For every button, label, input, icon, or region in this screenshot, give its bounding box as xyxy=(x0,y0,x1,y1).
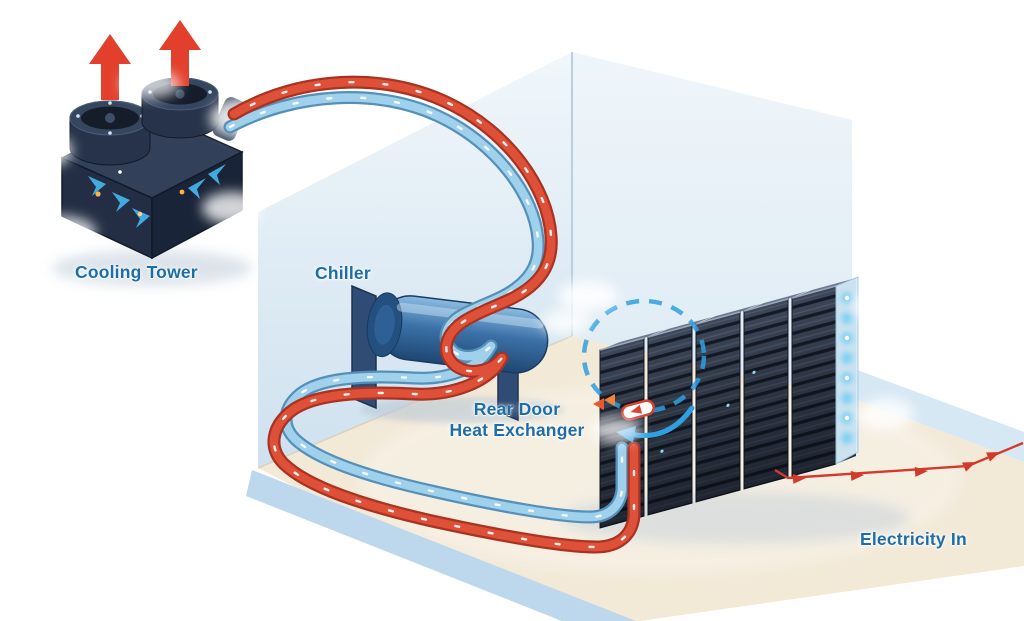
rear-door-glow-panel xyxy=(835,276,859,465)
cooling-tower-shadow xyxy=(52,250,252,286)
rear-door-label-line2: Heat Exchanger xyxy=(449,420,585,440)
rack-mist xyxy=(542,281,936,443)
tower-sparkles xyxy=(95,170,185,217)
electricity-feed xyxy=(774,441,1024,484)
rack-cabinet xyxy=(743,291,808,490)
heat-exhaust-arrow-right xyxy=(159,20,201,86)
chiller-label: Chiller xyxy=(315,263,371,283)
cooling-tower-label: Cooling Tower xyxy=(75,262,198,282)
cold-water-pipe xyxy=(223,91,629,524)
rack-cabinet xyxy=(695,304,760,503)
hot-water-pipe xyxy=(227,75,641,554)
floor-edge-band xyxy=(246,470,636,621)
rear-door-heat-exchanger-label: Rear Door Heat Exchanger xyxy=(427,399,607,441)
heat-flow-chevron xyxy=(604,394,615,406)
tower-fan-left xyxy=(69,100,151,166)
air-intake-arrows xyxy=(88,164,226,228)
cold-pipe-flow-marks xyxy=(228,96,624,519)
coolant-capsule-icon xyxy=(621,399,655,421)
heat-flow-chevron xyxy=(593,398,604,410)
rear-door-label-line1: Rear Door xyxy=(473,399,561,419)
wall-base-strip xyxy=(852,368,1024,462)
electricity-arrowheads xyxy=(792,452,1000,484)
electricity-in-label: Electricity In xyxy=(860,529,967,549)
rack-cabinet xyxy=(647,317,712,516)
heat-exhaust-arrow-left xyxy=(89,34,131,100)
hot-pipe-flow-marks xyxy=(232,80,636,549)
